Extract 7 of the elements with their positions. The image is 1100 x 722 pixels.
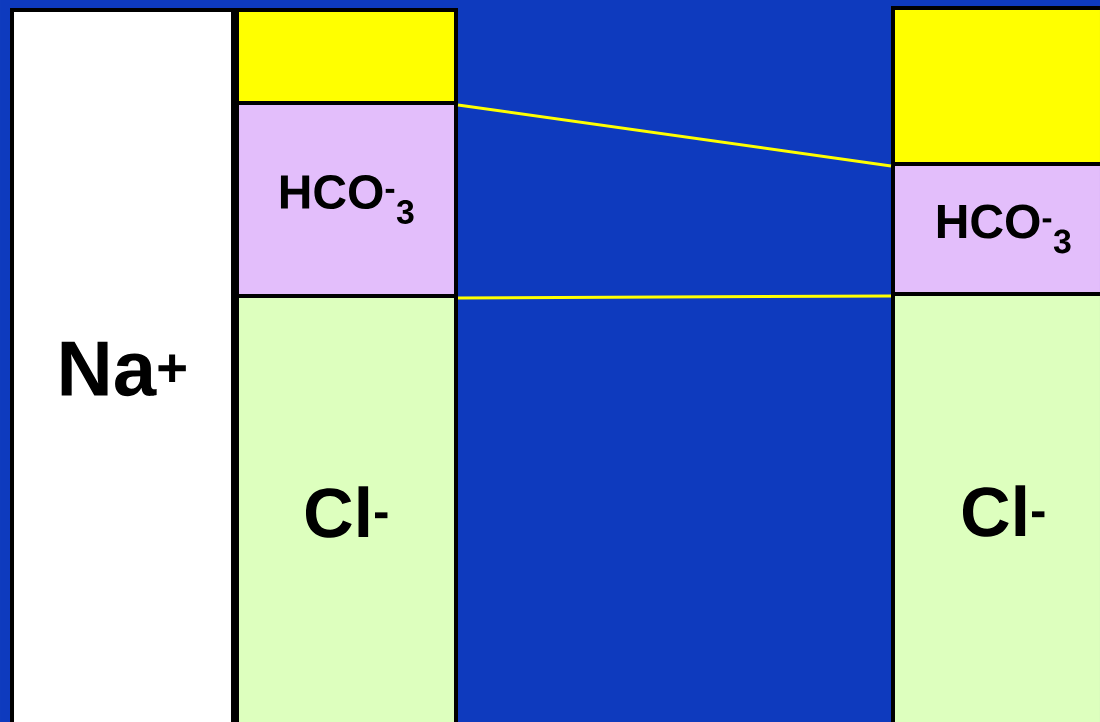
- ion-box: HCO$^{-}$3: [891, 162, 1100, 296]
- ion-box: HCO$^{-}$3: [235, 101, 458, 298]
- connector-line: [457, 103, 892, 168]
- ion-box: Na$^{+}$: [10, 8, 235, 722]
- ion-box: Cl$^{-}$: [235, 294, 458, 722]
- ion-box: Cl$^{-}$: [891, 292, 1100, 722]
- connector-line: [458, 294, 891, 300]
